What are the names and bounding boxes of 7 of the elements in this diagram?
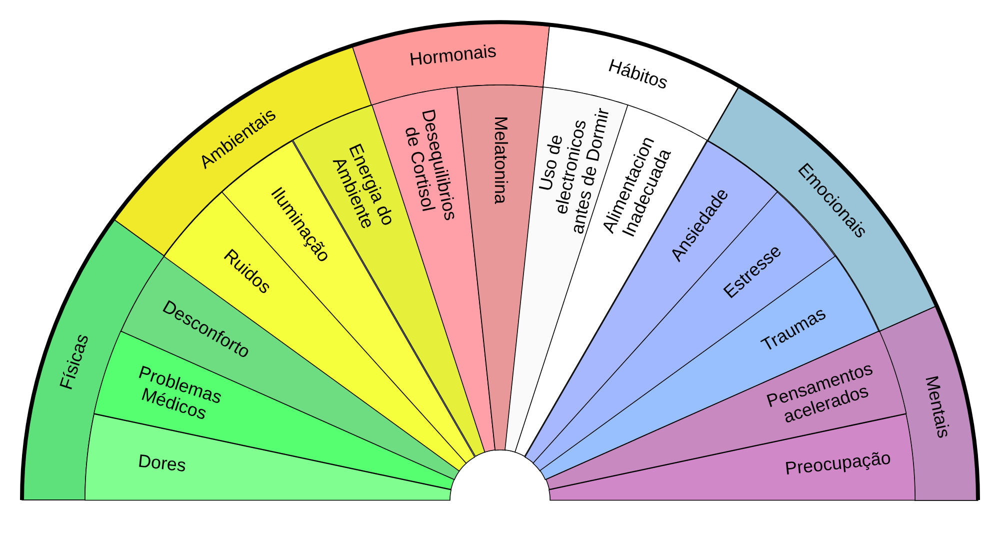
category-label: Hábitos [606,56,670,94]
category-label: Físicas [57,332,94,392]
cause-label: Dores [136,452,187,477]
cause-label: Preocupação [784,449,892,480]
category-label: Mentais [920,374,953,440]
cause-label: Melatonina [490,116,510,204]
category-label: Hormonais [409,42,498,70]
